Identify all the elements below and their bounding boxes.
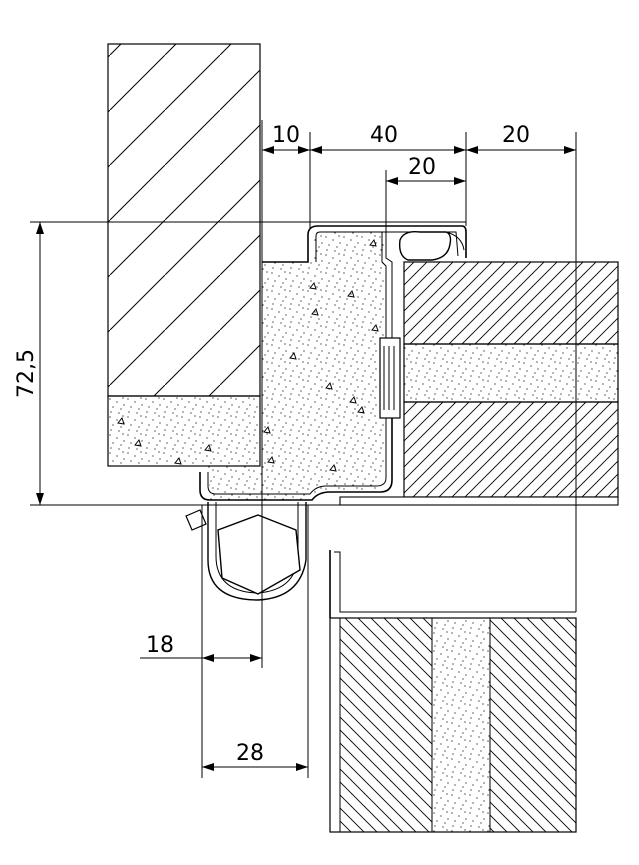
door-leaf-lower [329,550,577,833]
rubber-seal [398,230,465,261]
dimension-label-10: 10 [272,123,300,148]
dimension-lines [36,146,576,771]
dimension-label-28: 28 [236,741,264,766]
masonry-wall [107,43,261,397]
dimension-label-20-top: 20 [502,123,530,148]
dimension-label-72-5: 72,5 [14,349,39,398]
door-bottom-strip [339,496,619,506]
mortar-bed [107,395,261,467]
extension-lines [30,120,577,778]
dimension-label-40: 40 [370,123,398,148]
dimension-label-18: 18 [146,633,174,658]
hinge-knuckle [185,502,307,601]
dimension-label-20-mid: 20 [408,155,436,180]
hinge-plate [379,337,401,419]
door-leaf-upper [403,261,619,498]
steel-frame-profile [199,225,467,501]
